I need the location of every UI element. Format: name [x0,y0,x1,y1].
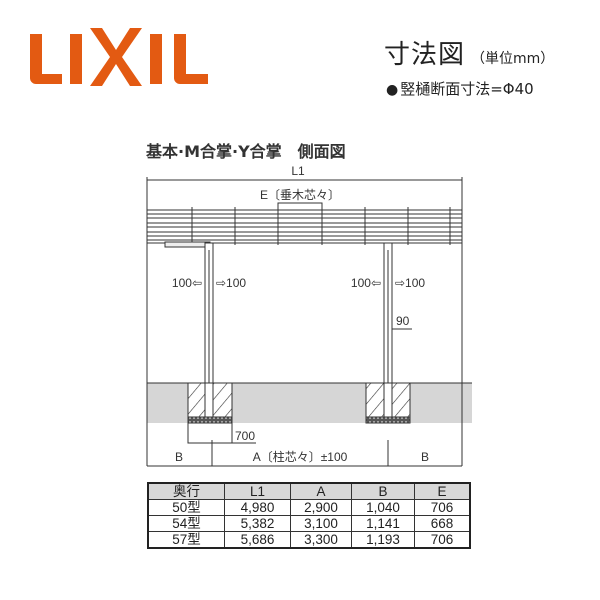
label-right-post-right: ⇨100 [395,276,425,290]
bullet-icon: ● [386,82,399,98]
label-B-right: B [421,450,429,464]
cell-model: 50型 [147,499,225,516]
cell-E: 668 [414,515,471,532]
posts [204,242,393,384]
drawing-title-block: 寸法図 （単位mm） [384,34,554,71]
cell-L1: 5,382 [224,515,291,532]
cell-B: 1,141 [351,515,415,532]
cell-A: 3,300 [290,531,352,549]
cell-E: 706 [414,531,471,549]
table-row: 50型 4,980 2,900 1,040 706 [147,499,471,516]
label-left-post-left: 100⇦ [172,276,202,290]
cell-B: 1,040 [351,499,415,516]
cell-model: 54型 [147,515,225,532]
label-E: E〔垂木芯々〕 [260,188,340,202]
cell-A: 2,900 [290,499,352,516]
downspout-note: ●竪樋断面寸法=Φ40 [386,78,534,99]
label-right-post-left: 100⇦ [351,276,381,290]
label-left-post-right: ⇨100 [216,276,246,290]
col-header-A: A [290,482,352,500]
table-row: 54型 5,382 3,100 1,141 668 [147,515,471,532]
lixil-logo [30,28,208,86]
side-view-title: 基本·M合掌·Y合掌 側面図 [146,142,346,161]
unit-label: （単位mm） [471,51,555,67]
dimension-table: 奥行 L1 A B E 50型 4,980 2,900 1,040 706 54… [147,482,471,549]
col-header-L1: L1 [224,482,291,500]
roof-structure [146,207,463,248]
label-L1: L1 [291,164,305,178]
cell-L1: 5,686 [224,531,291,549]
page-title: 寸法図 [384,40,466,70]
table-row: 57型 5,686 3,300 1,193 706 [147,531,471,549]
label-A: A〔柱芯々〕±100 [253,449,348,464]
cell-model: 57型 [147,531,225,549]
col-header-B: B [351,482,415,500]
label-post-width: 90 [396,314,410,328]
cell-L1: 4,980 [224,499,291,516]
foundations [187,382,411,424]
col-header-depth: 奥行 [147,482,225,500]
cell-E: 706 [414,499,471,516]
label-foundation-depth: 700 [235,429,255,443]
col-header-E: E [414,482,471,500]
downspout-note-text: 竪樋断面寸法=Φ40 [400,80,534,98]
cell-A: 3,100 [290,515,352,532]
cell-B: 1,193 [351,531,415,549]
label-B-left: B [175,450,183,464]
table-header-row: 奥行 L1 A B E [147,482,471,500]
